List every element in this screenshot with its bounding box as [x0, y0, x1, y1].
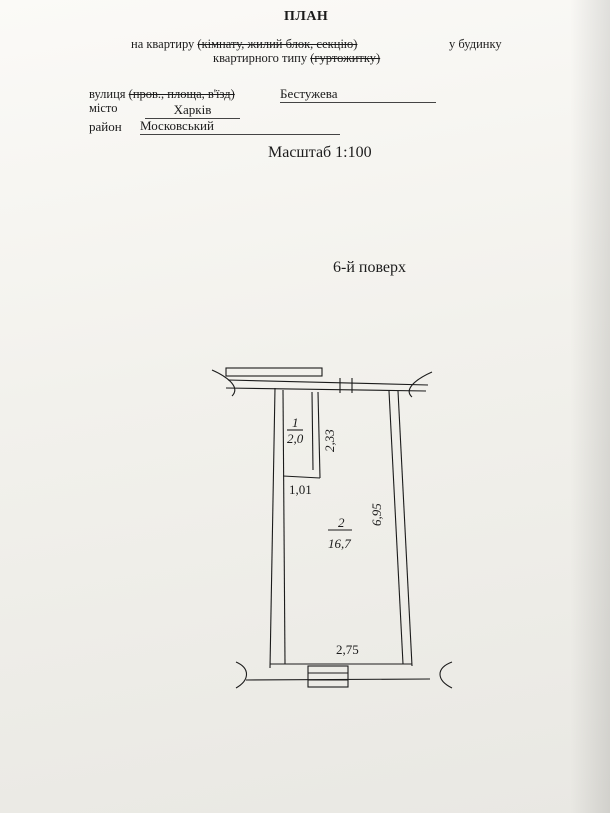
building-type-prefix: квартирного типу — [213, 51, 308, 65]
purpose-prefix: на квартиру — [131, 37, 195, 51]
district-label: район — [89, 119, 122, 134]
room1-depth-dimension: 2,33 — [322, 429, 337, 452]
break-line-bottom-left — [235, 661, 248, 689]
building-type-struck: (гуртожитку) — [310, 51, 381, 65]
floor-label: 6-й поверх — [333, 259, 407, 276]
room2-length-dimension: 6,95 — [369, 503, 384, 526]
street-struck: (пров., площа, в'їзд) — [128, 87, 235, 101]
room1-partition-bottom — [282, 475, 321, 479]
left-wall-outer — [269, 387, 276, 669]
room2-area: 16,7 — [328, 536, 351, 551]
room1-width-dimension: 1,01 — [289, 482, 312, 497]
city-value: Харків — [145, 102, 240, 119]
room2-number: 2 — [338, 515, 345, 530]
top-wall-segment — [225, 367, 323, 377]
district-value: Московський — [140, 118, 340, 135]
street-line: вулиця (пров., площа, в'їзд) — [89, 87, 235, 102]
purpose-struck: (кімнату, жилий блок, секцію) — [197, 37, 358, 51]
right-wall-outer — [397, 390, 413, 667]
scale-label: Масштаб 1:100 — [268, 144, 372, 161]
city-label: місто — [89, 101, 118, 115]
room1-number: 1 — [292, 415, 299, 430]
top-wall-inner — [225, 387, 427, 392]
building-type-line: квартирного типу (гуртожитку) — [213, 51, 380, 66]
break-line-bottom-right — [439, 661, 453, 689]
purpose-line: на квартиру (кімнату, жилий блок, секцію… — [131, 37, 357, 52]
top-wall-outer — [227, 379, 429, 386]
room1-area: 2,0 — [287, 431, 304, 446]
room2-width-dimension: 2,75 — [336, 642, 359, 657]
purpose-suffix: у будинку — [449, 37, 502, 51]
document-title: ПЛАН — [284, 9, 329, 24]
street-label: вулиця — [89, 87, 126, 101]
entrance-door — [307, 665, 349, 688]
break-line-top-left — [211, 369, 236, 397]
left-wall-inner — [282, 389, 286, 665]
right-wall-inner — [388, 390, 404, 665]
page-shadow — [570, 0, 610, 813]
street-value: Бестужева — [280, 86, 436, 103]
room1-partition-vertical — [317, 391, 321, 479]
room1-partition-inner — [311, 391, 314, 471]
